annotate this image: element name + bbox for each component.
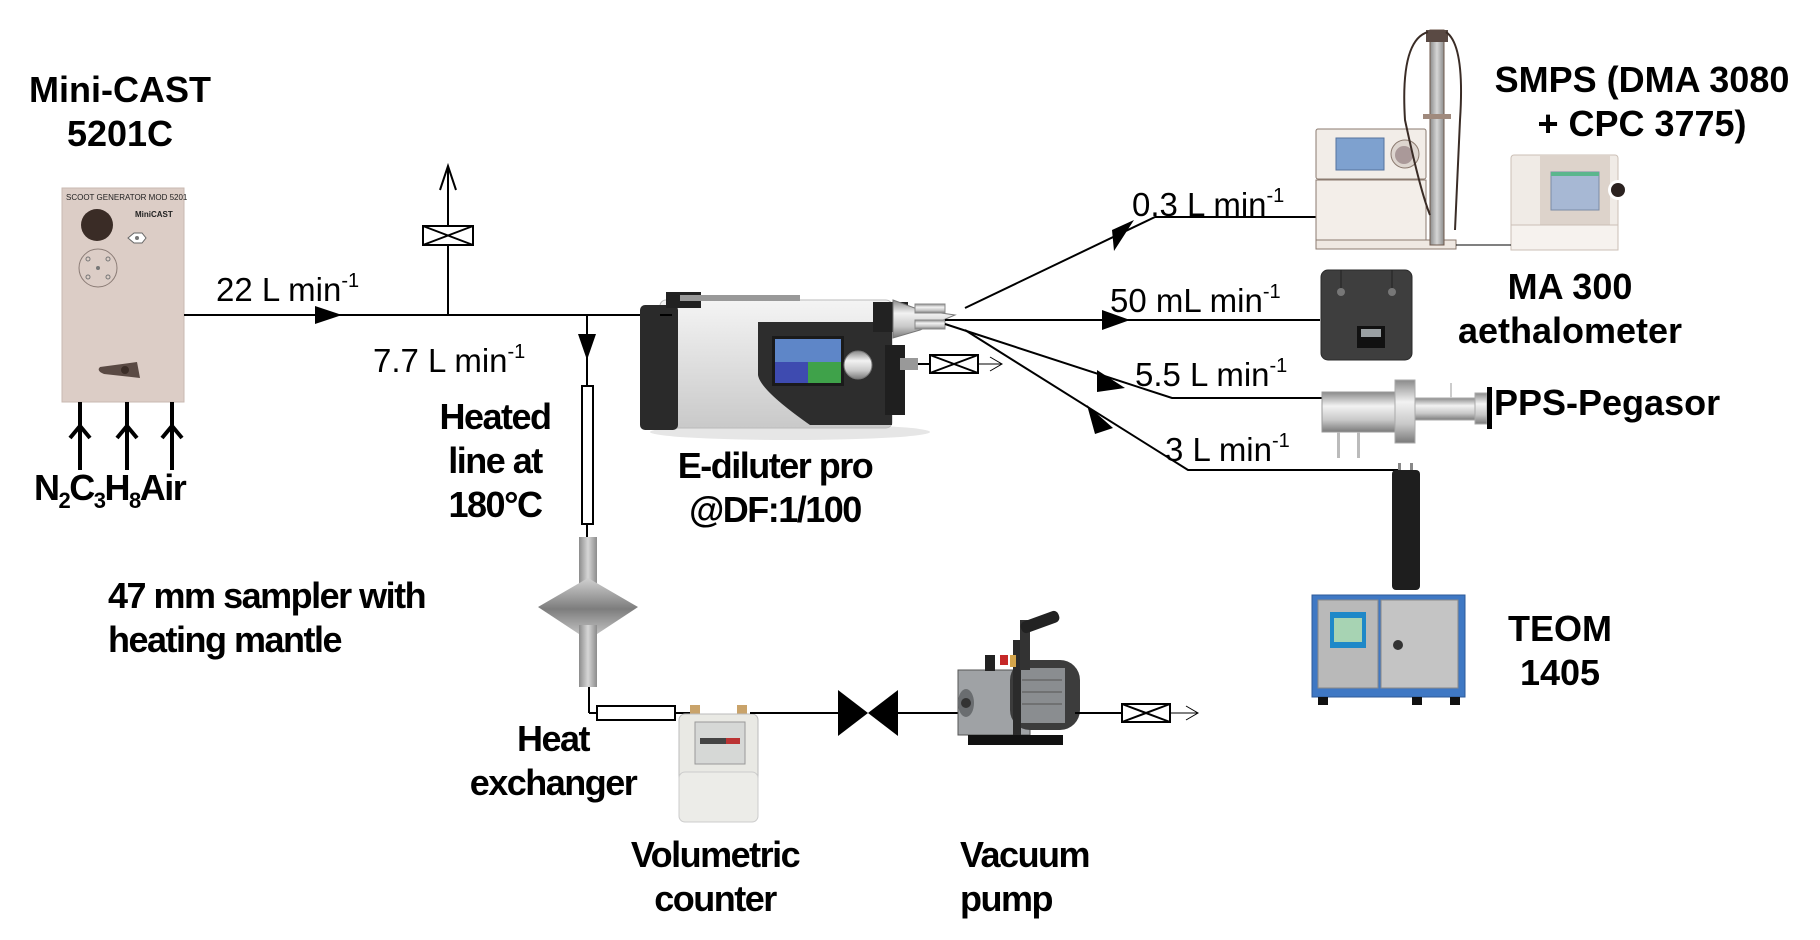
- volumetric-counter-label: Volumetric counter: [605, 833, 825, 921]
- volumetric-counter-label-line1: Volumetric: [630, 834, 801, 875]
- sampler-label-line1: 47 mm sampler with: [108, 575, 427, 616]
- flow-pps-label: 5.5 L min-1: [1135, 350, 1287, 393]
- teom-label: TEOM 1405: [1490, 607, 1630, 695]
- arrow-pps: [1097, 370, 1125, 392]
- flow-arrow-down: [578, 334, 596, 360]
- filter-sampler-icon: [538, 537, 638, 687]
- flow-smps-exp: -1: [1266, 185, 1285, 207]
- ediluter-device: [640, 292, 957, 440]
- gas-n2: N: [34, 467, 60, 508]
- minicast-panel-brand: MiniCAST: [135, 210, 173, 219]
- gas-c3h8-h-sub: 8: [129, 488, 141, 513]
- teom-label-line2: 1405: [1519, 652, 1601, 693]
- teom-label-line1: TEOM: [1508, 608, 1612, 649]
- flow-branch-exp: -1: [507, 341, 526, 363]
- sampler-label: 47 mm sampler with heating mantle: [108, 574, 427, 662]
- ma300-label-line2: aethalometer: [1457, 310, 1683, 351]
- heated-line-tube: [581, 385, 594, 525]
- ediluter-label: E-diluter pro @DF:1/100: [640, 444, 910, 532]
- vacuum-pump-label-line2: pump: [960, 878, 1053, 919]
- shutoff-valve-icon: [838, 690, 898, 736]
- exhaust-arrow-icon: [1170, 705, 1199, 721]
- ediluter-label-line1: E-diluter pro: [677, 445, 874, 486]
- ma300-label: MA 300 aethalometer: [1450, 265, 1690, 353]
- heat-exchanger-label: Heat exchanger: [448, 717, 658, 805]
- vent-valve-icon: [422, 225, 474, 246]
- arrow-smps: [1112, 220, 1134, 251]
- minicast-panel-title: SCOOT GENERATOR MOD 5201: [66, 193, 188, 202]
- pps-device: [1321, 379, 1492, 458]
- minicast-device: [61, 187, 185, 403]
- smps-device: [1315, 29, 1628, 251]
- flow-smps-label: 0.3 L min-1: [1132, 180, 1284, 223]
- volumetric-counter-label-line2: counter: [654, 878, 777, 919]
- gas-c3h8-h: H: [104, 467, 131, 508]
- ma300-label-line1: MA 300: [1507, 266, 1633, 307]
- instrument-branch-lines: [944, 216, 1400, 471]
- heat-exchanger-label-line2: exchanger: [469, 762, 638, 803]
- heated-line-label: Heated line at 180°C: [420, 395, 570, 527]
- smps-label: SMPS (DMA 3080 + CPC 3775): [1472, 58, 1812, 146]
- minicast-label-line1: Mini-CAST: [29, 69, 211, 110]
- smps-label-line2: + CPC 3775): [1537, 103, 1747, 144]
- minicast-label-line2: 5201C: [66, 113, 174, 154]
- diluter-vent-arrow-icon: [978, 356, 1003, 372]
- arrow-teom: [1087, 405, 1113, 434]
- flow-main-exp: -1: [341, 270, 360, 292]
- vacuum-pump-device: [957, 610, 1080, 745]
- flow-teom-exp: -1: [1272, 430, 1290, 452]
- diluter-vent-valve-icon: [929, 354, 979, 374]
- gas-inlet-arrows: [68, 402, 184, 470]
- arrow-ma300: [1102, 310, 1130, 330]
- pps-label: PPS-Pegasor: [1494, 382, 1721, 423]
- flow-branch-label: 7.7 L min-1: [373, 336, 525, 379]
- heated-line-label-line2: line at: [448, 440, 543, 481]
- flow-ma300-label: 50 mL min-1: [1110, 276, 1281, 319]
- vacuum-pump-label: Vacuum pump: [960, 833, 1091, 921]
- gas-inputs-label: N2C3H8Air: [34, 466, 187, 523]
- volumetric-counter-device: [678, 705, 759, 823]
- heat-exchanger-label-line1: Heat: [516, 718, 591, 759]
- flow-branch-value: 7.7 L min: [373, 342, 508, 379]
- flow-teom-label: 3 L min-1: [1165, 425, 1290, 468]
- flow-smps-value: 0.3 L min: [1132, 186, 1267, 223]
- gas-air: Air: [139, 467, 187, 508]
- flow-pps-exp: -1: [1269, 355, 1288, 377]
- flow-ma300-exp: -1: [1262, 281, 1281, 303]
- flow-arrow-right: [315, 306, 342, 324]
- minicast-label: Mini-CAST 5201C: [20, 68, 220, 156]
- ma300-device: [1320, 269, 1413, 361]
- flow-main-value: 22 L min: [216, 271, 342, 308]
- flow-main-label: 22 L min-1: [216, 265, 359, 308]
- heated-line-label-line1: Heated: [439, 396, 552, 437]
- sampler-label-line2: heating mantle: [108, 619, 343, 660]
- flow-ma300-value: 50 mL min: [1110, 282, 1263, 319]
- gas-c3h8-c-sub: 3: [93, 488, 106, 513]
- flow-pps-value: 5.5 L min: [1135, 356, 1270, 393]
- smps-label-line1: SMPS (DMA 3080: [1494, 59, 1790, 100]
- teom-device: [1311, 463, 1466, 705]
- ediluter-label-line2: @DF:1/100: [689, 489, 862, 530]
- vacuum-pump-label-line1: Vacuum: [960, 834, 1091, 875]
- gas-c3h8-c: C: [69, 467, 95, 508]
- burner-port-icon: [81, 209, 113, 241]
- flow-teom-value: 3 L min: [1165, 431, 1272, 468]
- heated-line-label-line3: 180°C: [448, 484, 543, 525]
- exhaust-valve-icon: [1121, 703, 1171, 723]
- gas-n2-sub: 2: [58, 488, 71, 513]
